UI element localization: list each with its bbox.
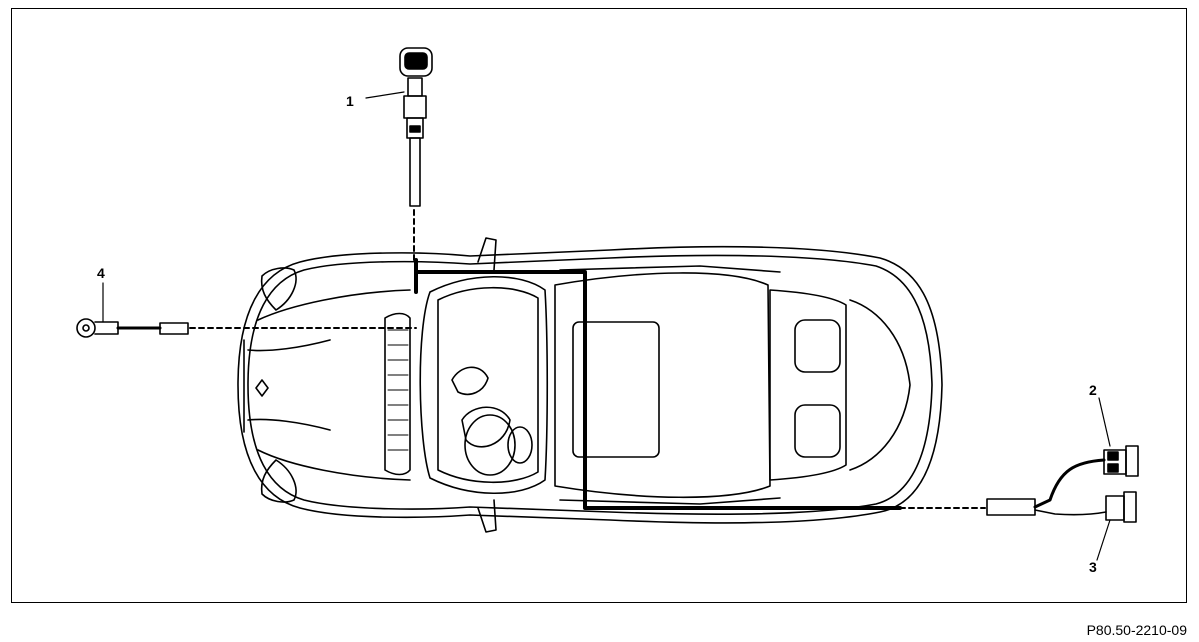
car-outline xyxy=(237,237,943,533)
wiring-harness xyxy=(414,258,902,510)
figure-code: P80.50-2210-09 xyxy=(1086,622,1187,638)
callout-1: 1 xyxy=(346,93,354,109)
component-2-3-connectors xyxy=(986,397,1139,561)
dashed-leads xyxy=(189,209,986,509)
component-4-ring-terminal xyxy=(76,282,189,338)
diagram-frame xyxy=(11,8,1187,603)
callout-2: 2 xyxy=(1089,382,1097,398)
callout-4: 4 xyxy=(97,265,105,281)
component-1-sensor xyxy=(365,47,433,207)
callout-3: 3 xyxy=(1089,559,1097,575)
